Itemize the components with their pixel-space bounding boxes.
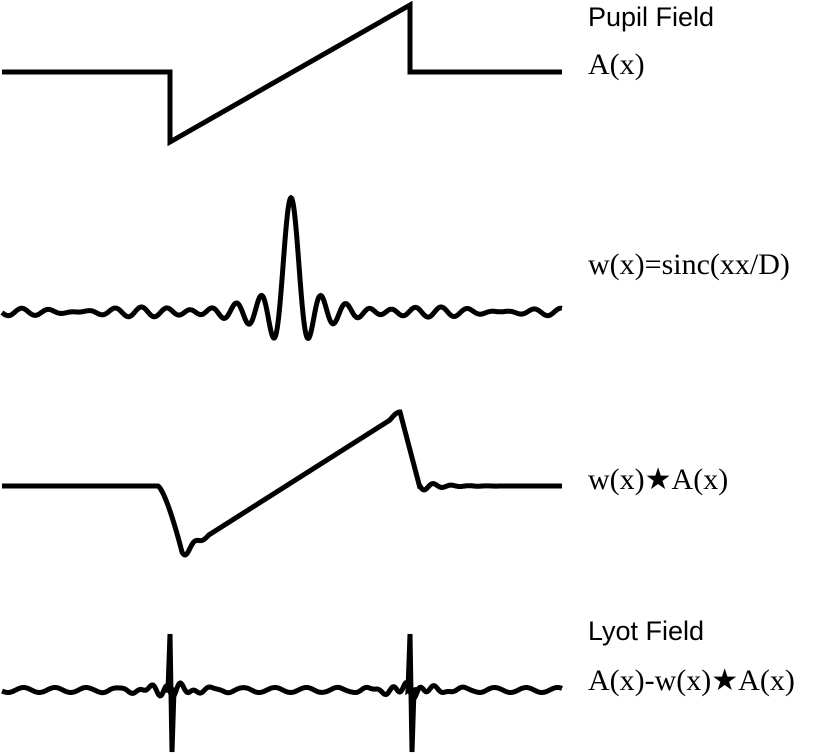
lyot-field-trace bbox=[1, 633, 563, 753]
pupil-field-title: Pupil Field bbox=[588, 2, 715, 32]
convolved-field-trace bbox=[2, 409, 562, 558]
pupil-field-trace bbox=[2, 0, 562, 147]
sinc-window-formula: w(x)=sinc(xx/D) bbox=[588, 248, 790, 281]
lyot-field-title: Lyot Field bbox=[588, 616, 705, 646]
convolution-formula: w(x)★A(x) bbox=[588, 463, 729, 496]
pupil-field-formula: A(x) bbox=[588, 48, 645, 81]
lyot-field-formula: A(x)-w(x)★A(x) bbox=[588, 664, 795, 697]
sinc-window-trace bbox=[0, 194, 563, 342]
